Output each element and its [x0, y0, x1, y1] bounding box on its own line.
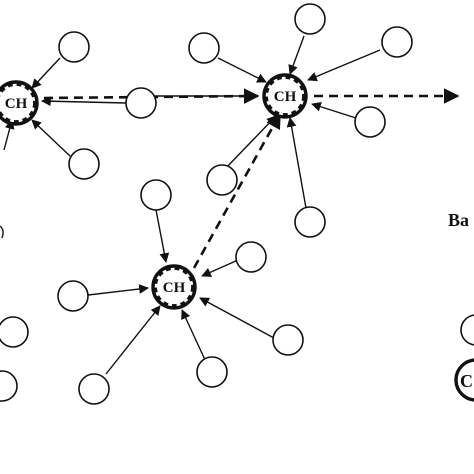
legend-cluster-head-node — [454, 358, 474, 402]
cluster-head-label: CH — [274, 89, 297, 105]
sensor-node — [235, 241, 267, 273]
sensor-node — [188, 32, 220, 64]
cluster-head-node — [262, 73, 308, 119]
cluster-head-label: CH — [5, 96, 28, 112]
sensor-node — [272, 324, 304, 356]
edge — [155, 209, 170, 263]
sensor-node — [57, 280, 89, 312]
legend-cluster-head-label: C — [460, 371, 473, 391]
cluster-head-node — [151, 264, 197, 310]
cluster-head-ring — [153, 266, 195, 308]
cluster-head-label: CH — [163, 280, 186, 296]
edge — [105, 305, 161, 375]
edge — [286, 117, 307, 209]
sensor-node — [354, 106, 386, 138]
dashed-edge-bottom-to-top — [192, 112, 282, 269]
sensor-node — [68, 148, 100, 180]
edge — [217, 57, 267, 83]
sensor-node — [196, 356, 228, 388]
legend-cluster-head: C — [454, 358, 474, 402]
cluster-head-ring — [264, 75, 306, 117]
base-station-label: Ba — [448, 210, 469, 230]
edge — [181, 309, 207, 363]
cluster-head-bottom: CH — [151, 264, 197, 310]
edge — [288, 35, 305, 75]
member-edges — [3, 35, 381, 375]
edge — [201, 259, 239, 277]
sensor-node — [78, 373, 110, 405]
cluster-head-top: CH — [262, 73, 308, 119]
partial-glyph — [0, 225, 4, 239]
sensor-node — [0, 370, 18, 402]
edge — [87, 284, 149, 296]
edge — [199, 297, 275, 339]
sensor-node — [294, 206, 326, 238]
edge — [223, 115, 277, 171]
sensor-node — [140, 179, 172, 211]
cluster-head-node — [0, 80, 39, 126]
edge — [41, 96, 127, 107]
sensor-node — [0, 316, 29, 348]
edge — [307, 49, 381, 82]
member-nodes — [0, 3, 474, 405]
legend-sensor-node — [460, 314, 474, 346]
cluster-head-ring — [0, 82, 37, 124]
cluster-head-left: CH — [0, 80, 39, 126]
sensor-node — [125, 87, 157, 119]
sensor-node — [206, 164, 238, 196]
sensor-node — [294, 3, 326, 35]
edge — [311, 102, 357, 119]
sensor-node — [381, 26, 413, 58]
edge — [31, 119, 71, 157]
edge — [31, 57, 61, 89]
sensor-node — [58, 31, 90, 63]
